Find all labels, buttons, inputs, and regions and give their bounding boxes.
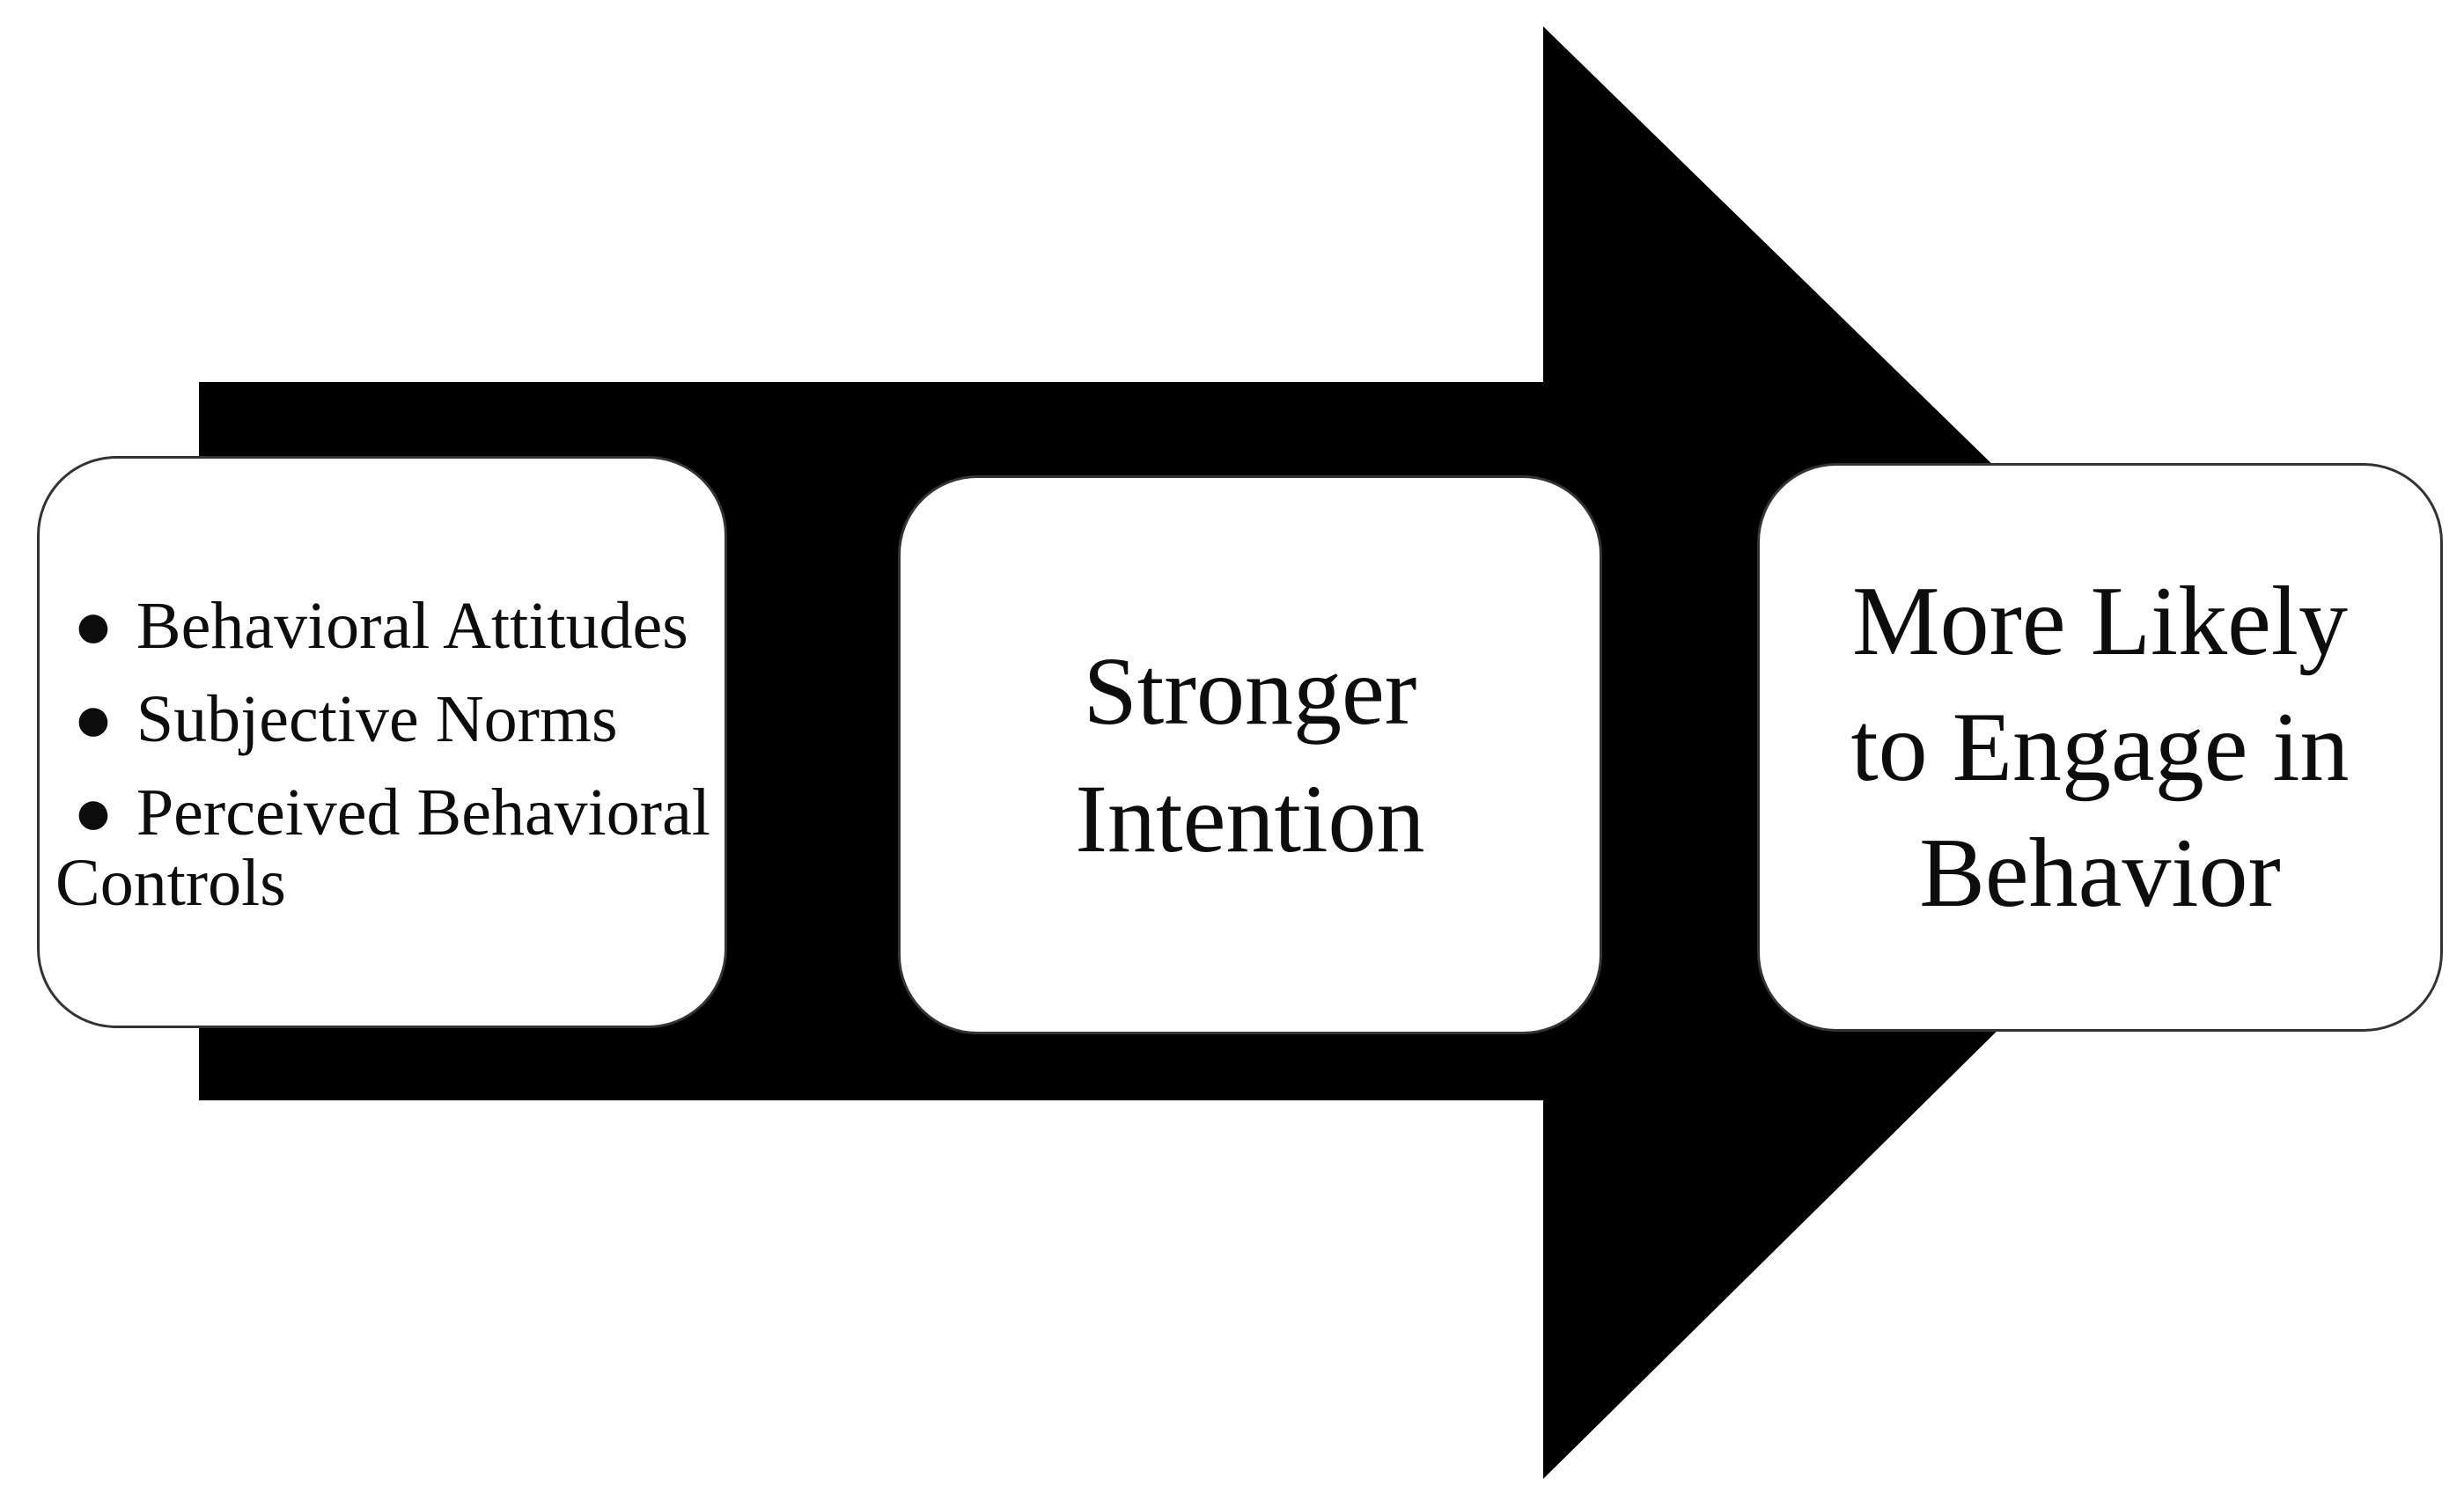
box-influencing-factors: ●Behavioral Attitudes ●Subjective Norms … bbox=[37, 456, 727, 1028]
list-item-subjective-norms: ● Subjective Norms bbox=[55, 684, 705, 754]
box-text-line: Stronger bbox=[1083, 636, 1417, 745]
box-text-line: Intention bbox=[1075, 764, 1425, 872]
box-text-line: More Likely bbox=[1852, 566, 2348, 676]
box-engage-in-behavior: More Likely to Engage in Behavior bbox=[1757, 463, 2443, 1032]
list-item-label: Perceived Behavioral bbox=[136, 776, 710, 849]
box-stronger-intention: Stronger Intention bbox=[898, 475, 1602, 1034]
bullet-icon: ● bbox=[73, 776, 114, 849]
bullet-icon: ● bbox=[73, 589, 114, 663]
list-item-wrap-line: Controls bbox=[55, 846, 286, 920]
box-text-line: Behavior bbox=[1919, 818, 2281, 928]
list-item-label: Behavioral Attitudes bbox=[136, 589, 688, 663]
list-item-label: Subjective Norms bbox=[136, 682, 618, 756]
box-text-line: to Engage in bbox=[1850, 692, 2350, 802]
list-item-behavioral-attitudes: ● Behavioral Attitudes bbox=[55, 591, 705, 661]
bullet-icon: ● bbox=[73, 682, 114, 756]
list-item-perceived-behavioral-controls: ● Perceived Behavioral Controls bbox=[55, 776, 710, 920]
